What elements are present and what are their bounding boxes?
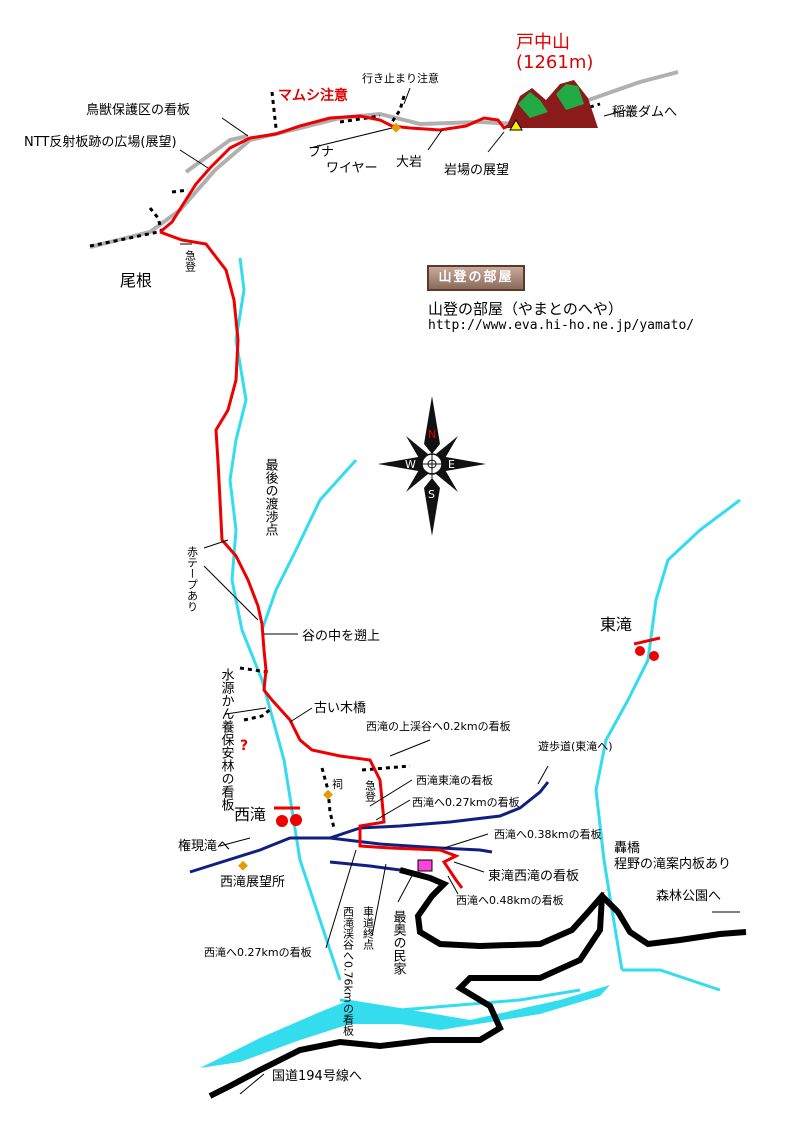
east-falls-dot-1 <box>635 646 645 656</box>
label-inasato-dam: 稲叢ダムへ <box>612 105 677 120</box>
compass-e: E <box>448 458 455 471</box>
label-sign-027b: 西滝へ0.27kmの看板 <box>204 945 312 959</box>
west-falls-dot-2 <box>290 814 302 826</box>
label-bird-sign: 鳥獣保護区の看板 <box>86 102 190 118</box>
label-hodono-sign: 程野の滝案内板あり <box>614 856 731 872</box>
label-buna: ブナ <box>308 144 334 160</box>
river-main <box>228 257 342 981</box>
label-dead-end: 行き止まり注意 <box>362 71 439 85</box>
label-red-tape: 赤テープあり <box>186 546 199 612</box>
site-url-link[interactable]: http://www.eva.hi-ho.ne.jp/yamato/ <box>428 318 695 333</box>
label-road-end: 車道終点 <box>362 905 375 951</box>
forest-road-left <box>184 134 249 174</box>
river-east <box>594 498 741 971</box>
label-west-falls: 西滝 <box>234 805 266 824</box>
river-west-branch <box>260 458 358 631</box>
label-ridge: 尾根 <box>120 271 152 290</box>
label-question: ? <box>240 738 248 754</box>
marker-last-house <box>417 859 433 872</box>
label-water-source: 水源かん養保安林の看板 <box>219 668 235 812</box>
peak-name: 戸中山 <box>516 32 570 53</box>
label-ew-sign2: 東滝西滝の看板 <box>488 868 579 884</box>
marker-shrine <box>323 789 333 800</box>
label-steep1: 急登 <box>184 249 197 272</box>
label-last-crossing: 最後の渡渉点 <box>263 458 279 536</box>
label-sign-038: 西滝へ0.38kmの看板 <box>494 827 602 841</box>
label-wire: ワイヤー <box>326 161 378 176</box>
site-logo[interactable]: 山登の部屋 <box>427 265 525 291</box>
label-west-view: 西滝展望所 <box>220 874 285 890</box>
label-east-west-sign: 西滝東滝の看板 <box>416 773 493 787</box>
river-downstream <box>622 968 721 992</box>
compass: N S W E <box>378 396 486 536</box>
paved-road-lower <box>208 895 605 1099</box>
label-old-bridge: 古い木橋 <box>314 701 366 716</box>
label-route194: 国道194号線へ <box>272 1068 362 1084</box>
leader-lines <box>179 87 740 1095</box>
dotted-paths <box>89 91 601 829</box>
river-wide <box>200 985 610 1068</box>
east-falls-bar <box>633 636 661 646</box>
label-sign-027a: 西滝へ0.27kmの看板 <box>412 795 520 809</box>
marker-west-view <box>238 860 248 871</box>
compass-w: W <box>405 458 416 471</box>
label-mamushi: マムシ注意 <box>278 87 348 104</box>
peak-elevation: (1261m) <box>516 52 593 73</box>
trail-lower <box>159 230 464 889</box>
trail <box>159 114 518 234</box>
label-upper-valley-sign: 西滝の上渓谷へ0.2kmの看板 <box>366 719 511 733</box>
west-falls-dot-1 <box>276 815 288 827</box>
forest-road <box>89 70 679 249</box>
marker-wire <box>391 122 401 133</box>
east-falls-dot-2 <box>649 651 659 661</box>
label-todoroki: 轟橋 <box>614 840 640 856</box>
label-big-rock: 大岩 <box>396 155 422 170</box>
label-east-falls: 東滝 <box>600 615 632 634</box>
label-steep2: 急登 <box>364 779 377 802</box>
label-promenade: 遊歩道(東滝へ) <box>538 739 613 753</box>
label-upstream: 谷の中を遡上 <box>302 629 380 644</box>
label-gongen: 権現滝へ <box>178 838 230 854</box>
compass-n: N <box>428 428 436 441</box>
label-ntt-plaza: NTT反射板跡の広場(展望) <box>24 134 177 150</box>
label-forest-park: 森林公園へ <box>656 889 721 904</box>
label-valley-sign: 西滝渓谷へ0.76kmの看板 <box>342 906 355 1036</box>
site-name: 山登の部屋（やまとのへや） <box>428 300 623 318</box>
label-rock-view: 岩場の展望 <box>444 162 509 178</box>
label-last-house: 最奥の民家 <box>391 910 407 975</box>
label-shrine: 祠 <box>332 778 343 791</box>
paved-road <box>399 867 747 950</box>
compass-s: S <box>428 488 435 501</box>
mountain-icon <box>506 80 598 131</box>
label-sign-048: 西滝へ0.48kmの看板 <box>456 893 564 907</box>
